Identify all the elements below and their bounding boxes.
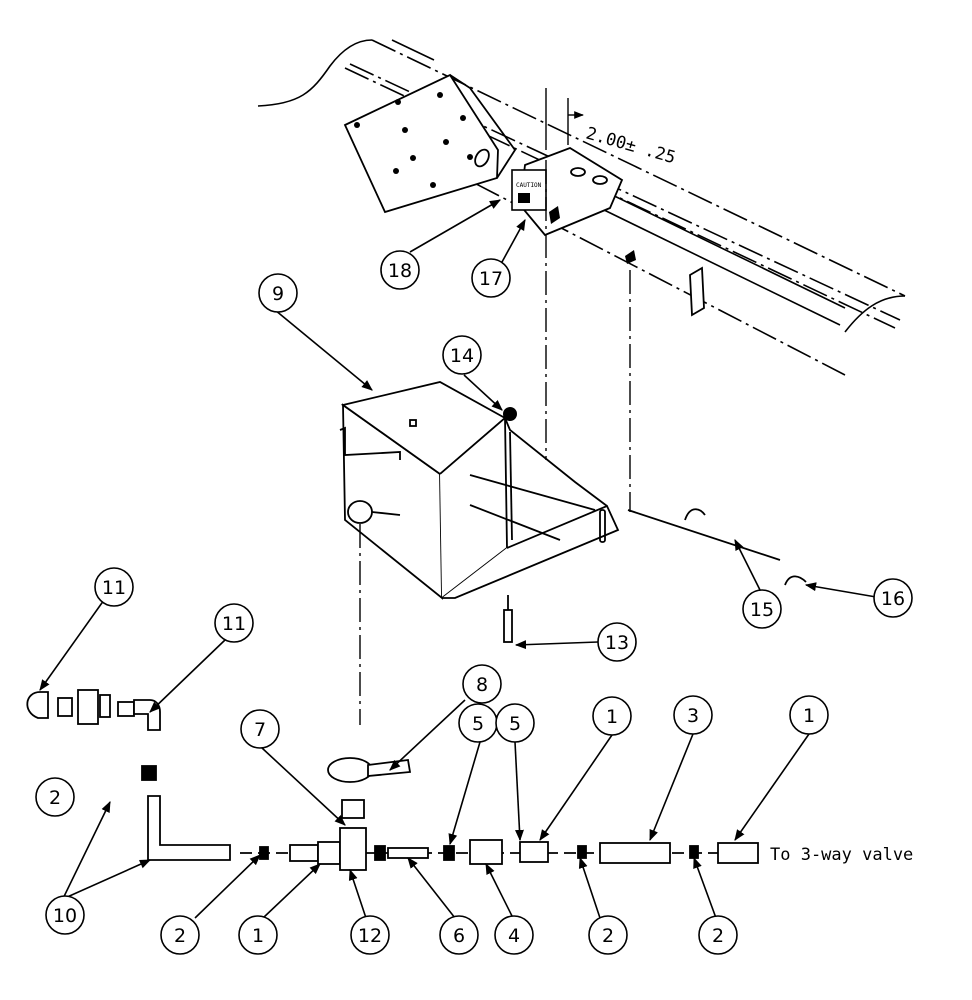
part-balloon: 17 — [471, 258, 511, 298]
balloon-label: 5 — [472, 713, 484, 735]
part-balloon: 15 — [742, 589, 782, 629]
balloon-label: 16 — [881, 588, 905, 610]
valve-handle — [327, 757, 412, 783]
balloon-label: 15 — [750, 599, 774, 621]
balloon-label: 2 — [174, 925, 186, 947]
part-balloon: 4 — [494, 915, 534, 955]
part-balloon: 8 — [462, 664, 502, 704]
balloon-label: 11 — [222, 613, 246, 635]
balloon-label: 7 — [254, 719, 266, 741]
balloon-label: 6 — [453, 925, 465, 947]
mounting-plate — [343, 73, 517, 214]
balloon-label: 13 — [605, 632, 629, 654]
part-balloon: 12 — [350, 915, 390, 955]
balloon-label: 12 — [358, 925, 382, 947]
cap — [503, 407, 517, 421]
part-balloon: 5 — [458, 703, 498, 743]
part-balloon: 2 — [160, 915, 200, 955]
stud — [549, 206, 636, 264]
part-balloon: 13 — [597, 622, 637, 662]
balloon-label: 3 — [687, 705, 699, 727]
part-balloon: 14 — [442, 335, 482, 375]
balloon-label: 2 — [49, 787, 61, 809]
to-valve-note: To 3-way valve — [770, 845, 913, 865]
balloon-label: 10 — [53, 905, 77, 927]
small-bracket — [689, 266, 705, 317]
dimension-lines — [545, 88, 631, 512]
part-balloon: 18 — [380, 250, 420, 290]
balloon-label: 1 — [803, 705, 815, 727]
part-balloon: 10 — [45, 895, 85, 935]
dimension-label: 2.00± .25 — [584, 124, 678, 169]
balloon-label: 11 — [102, 577, 126, 599]
balloon-label: 1 — [252, 925, 264, 947]
balloon-label: 9 — [272, 283, 284, 305]
balloon-label: 4 — [508, 925, 520, 947]
balloon-label: 2 — [712, 925, 724, 947]
balloon-label: 8 — [476, 674, 488, 696]
caution-decal: CAUTION — [511, 169, 547, 211]
part-balloon: 6 — [439, 915, 479, 955]
part-balloon: 16 — [873, 578, 913, 618]
part-balloon: 7 — [240, 709, 280, 749]
part-balloon: 9 — [258, 273, 298, 313]
pin — [627, 508, 807, 586]
balloon-label: 14 — [450, 345, 474, 367]
balloon-label: 17 — [479, 268, 503, 290]
part-balloon: 5 — [495, 703, 535, 743]
part-balloon: 1 — [238, 915, 278, 955]
part-balloon: 2 — [698, 915, 738, 955]
part-balloon: 2 — [588, 915, 628, 955]
part-balloon: 11 — [214, 603, 254, 643]
bolt — [503, 595, 513, 643]
balloon-label: 5 — [509, 713, 521, 735]
leader-lines — [39, 199, 883, 919]
balloon-label: 2 — [602, 925, 614, 947]
part-balloon: 3 — [673, 695, 713, 735]
fitting-line — [240, 799, 760, 871]
part-balloon: 1 — [789, 695, 829, 735]
part-balloon: 2 — [35, 777, 75, 817]
part-balloon: 1 — [592, 696, 632, 736]
balloon-label: 1 — [606, 706, 618, 728]
balloon-label: 18 — [388, 260, 412, 282]
hose — [147, 795, 231, 861]
part-balloon: 11 — [94, 567, 134, 607]
upper-fittings — [26, 689, 161, 781]
fuel-tank — [339, 381, 620, 600]
decal-text: CAUTION — [516, 182, 542, 189]
